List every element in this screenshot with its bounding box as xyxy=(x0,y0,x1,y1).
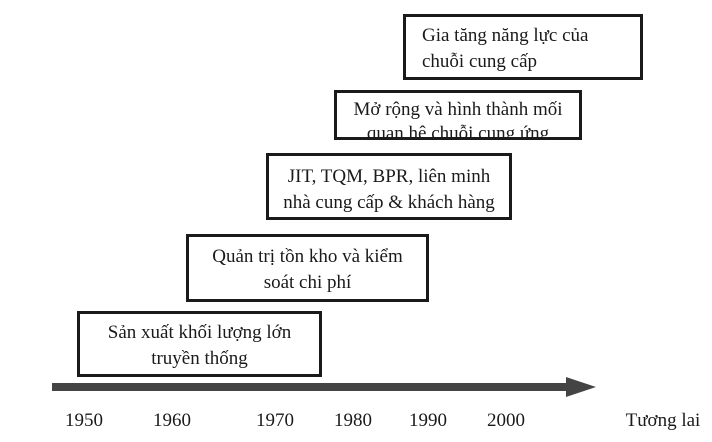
timeline-arrowhead xyxy=(566,377,596,397)
timeline-label-2000: 2000 xyxy=(487,410,525,431)
stage-box-line-2: soát chi phí xyxy=(263,272,352,293)
timeline-label-1990: 1990 xyxy=(409,410,447,431)
timeline-label-1980: 1980 xyxy=(334,410,372,431)
stage-box-jit-tqm-bpr: JIT, TQM, BPR, liên minh nhà cung cấp & … xyxy=(266,153,512,220)
timeline-label-future: Tương lai xyxy=(625,410,701,431)
stage-box-supply-chain-relationships: Mở rộng và hình thành mối quan hệ chuỗi … xyxy=(334,90,582,140)
stage-box-line-1: Sản xuất khối lượng lớn xyxy=(107,322,292,343)
stage-box-mass-production: Sản xuất khối lượng lớn truyền thống xyxy=(77,311,322,377)
stage-box-line-1: JIT, TQM, BPR, liên minh xyxy=(287,166,491,187)
stage-box-line-1: Mở rộng và hình thành mối xyxy=(353,99,563,120)
stage-box-line-2: truyền thống xyxy=(151,348,248,369)
timeline-label-1970: 1970 xyxy=(256,410,294,431)
timeline-label-1960: 1960 xyxy=(153,410,191,431)
stage-box-line-2: quan hệ chuỗi cung ứng xyxy=(366,123,550,140)
stage-box-line-1: Quản trị tồn kho và kiểm xyxy=(212,246,403,267)
stage-box-line-1: Gia tăng năng lực của xyxy=(422,25,589,46)
stage-box-line-2: chuỗi cung cấp xyxy=(422,51,538,72)
timeline-label-1950: 1950 xyxy=(65,410,103,431)
stage-box-supply-chain-capability: Gia tăng năng lực của chuỗi cung cấp xyxy=(403,14,643,80)
stage-box-line-2: nhà cung cấp & khách hàng xyxy=(283,192,495,213)
stage-box-inventory-management: Quản trị tồn kho và kiểm soát chi phí xyxy=(186,234,429,302)
